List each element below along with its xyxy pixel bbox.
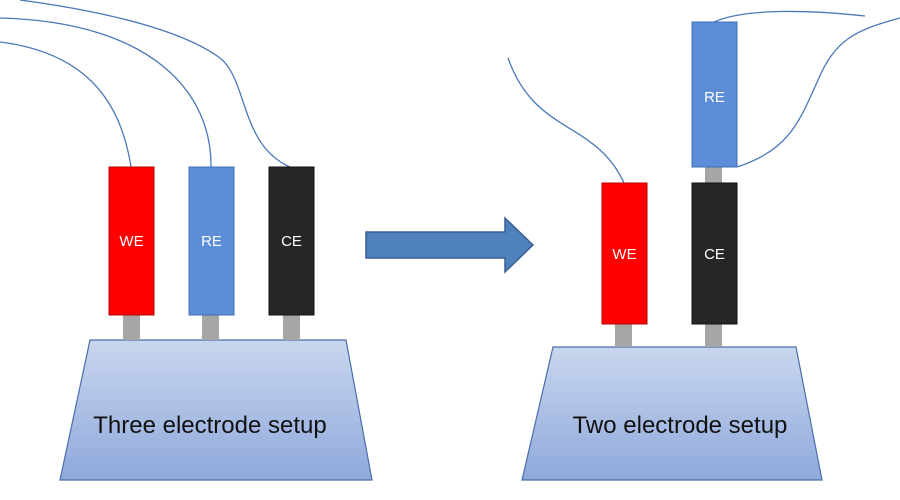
three-electrode-caption: Three electrode setup <box>93 412 326 439</box>
right-arrow-icon <box>365 216 535 274</box>
two-electrode-wires <box>507 10 900 184</box>
wire-re-left <box>0 17 212 168</box>
we-stem-left <box>123 315 140 340</box>
wire-re-top-right <box>713 10 866 23</box>
re-ce-connector <box>705 167 722 184</box>
we-stem-right <box>615 324 632 347</box>
working-electrode-right: WE <box>601 182 648 325</box>
counter-electrode-left: CE <box>268 166 315 316</box>
three-electrode-setup: Three electrode setup WE RE CE <box>0 0 373 481</box>
re-label-left: RE <box>201 233 222 250</box>
re-label-right: RE <box>704 89 725 106</box>
ce-stem-right <box>705 324 722 347</box>
three-electrode-base <box>59 339 373 481</box>
we-label-left: WE <box>119 233 143 250</box>
wire-ce-left <box>19 0 291 168</box>
re-stem-left <box>202 315 219 340</box>
ce-label-left: CE <box>281 233 302 250</box>
two-electrode-caption: Two electrode setup <box>573 412 788 439</box>
wire-re-ce-right <box>736 17 900 168</box>
ce-stem-left <box>283 315 300 340</box>
counter-electrode-right: CE <box>691 182 738 325</box>
we-label-right: WE <box>612 246 636 263</box>
two-electrode-setup: Two electrode setup WE RE CE <box>507 10 900 481</box>
reference-electrode-left: RE <box>188 166 235 316</box>
ce-label-right: CE <box>704 246 725 263</box>
wire-we-right <box>507 57 625 184</box>
three-electrode-wires <box>0 0 291 168</box>
wire-we-left <box>0 41 132 168</box>
working-electrode-left: WE <box>108 166 155 316</box>
reference-electrode-right: RE <box>691 21 738 168</box>
